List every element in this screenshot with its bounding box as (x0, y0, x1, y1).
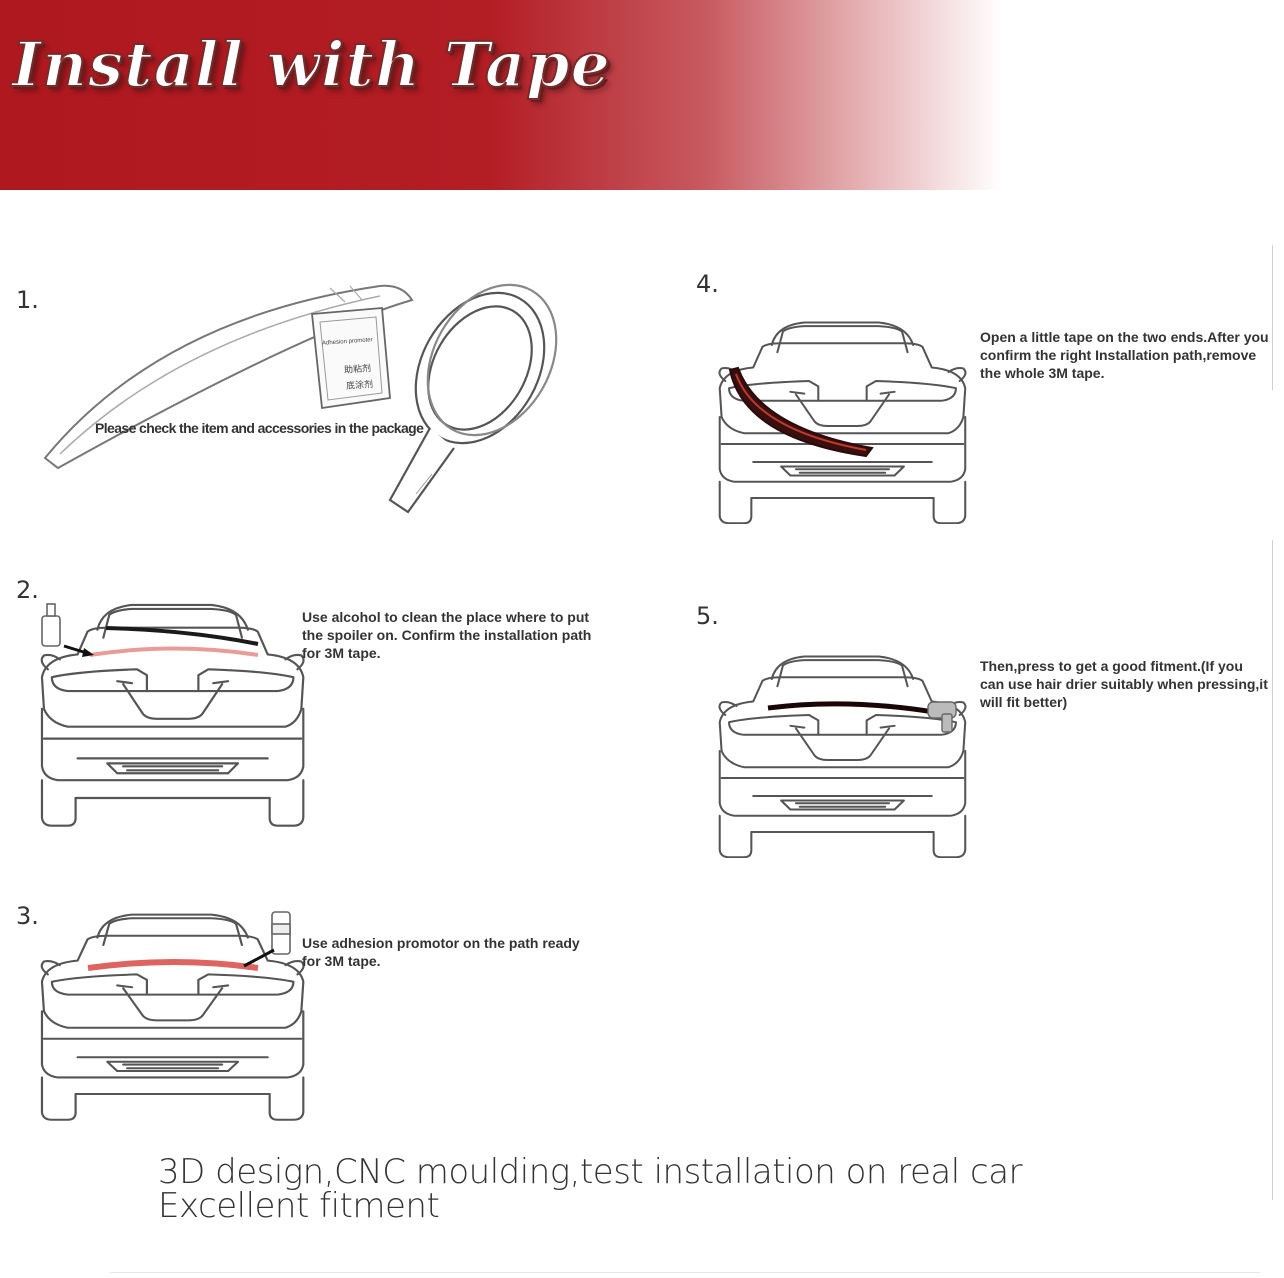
adhesion-promoter-packet (311, 307, 391, 410)
step-2-car-illustration (40, 603, 305, 827)
promoter-cn-label-1: 助粘剂 (343, 363, 372, 375)
cleaning-path (89, 646, 259, 657)
promoter-cn-label-2: 底涂剂 (345, 379, 374, 391)
step-4-car-illustration (718, 321, 967, 524)
promoter-path (87, 959, 259, 971)
right-edge-rule (1272, 245, 1273, 390)
footer-line-1: 3D design,CNC moulding,test installation… (158, 1152, 1023, 1192)
hair-drier-icon (927, 701, 957, 733)
step-2-number: 2. (16, 576, 39, 604)
step-3-caption: Use adhesion promotor on the path ready … (302, 935, 580, 969)
step-2-caption: Use alcohol to clean the place where to … (302, 609, 592, 661)
installed-spoiler (767, 701, 935, 715)
step-4-number: 4. (696, 270, 719, 298)
step-1-number: 1. (16, 286, 39, 314)
footer-line-2: Excellent fitment (158, 1186, 440, 1226)
promoter-bottle (271, 911, 291, 955)
banner-title: Install with Tape (11, 27, 611, 102)
title-banner: Install with Tape (0, 0, 1284, 190)
step-5-number: 5. (696, 602, 719, 630)
step-4-caption: Open a little tape on the two ends.After… (980, 329, 1269, 381)
step-5-caption: Then,press to get a good fitment.(If you… (980, 658, 1268, 710)
right-edge-rule (1272, 540, 1273, 1200)
bottom-divider (110, 1272, 1260, 1273)
spoiler-part (43, 284, 414, 470)
step-1-caption: Please check the item and accessories in… (95, 420, 424, 436)
step-3-car-illustration (40, 911, 305, 1121)
package-contents-illustration (43, 283, 558, 514)
tape-roll (388, 283, 558, 514)
step-5-car-illustration (718, 655, 967, 858)
tape-path-marker (105, 626, 259, 646)
alcohol-bottle (41, 603, 61, 647)
step-3-number: 3. (16, 902, 39, 930)
pointer-arrow (243, 948, 275, 968)
spoiler-with-tape (728, 366, 874, 458)
